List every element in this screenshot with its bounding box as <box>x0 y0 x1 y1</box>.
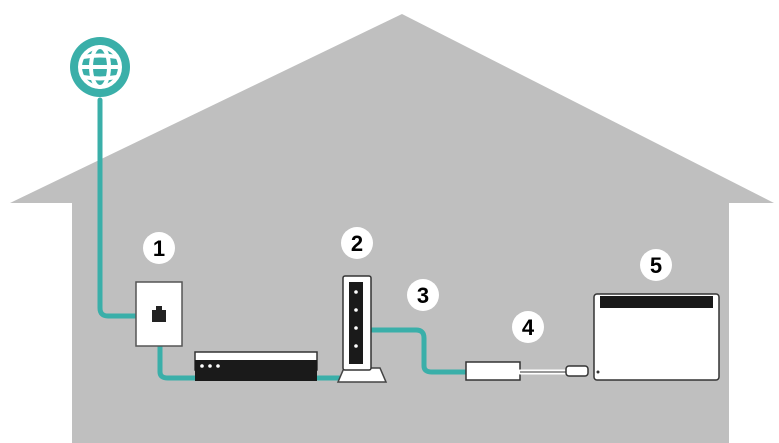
svg-text:4: 4 <box>522 315 535 340</box>
modem-icon <box>195 352 317 381</box>
step-label-2: 2 <box>341 227 373 259</box>
step-label-3: 3 <box>407 279 439 311</box>
svg-text:5: 5 <box>650 253 662 278</box>
svg-text:3: 3 <box>417 283 429 308</box>
svg-text:2: 2 <box>351 231 363 256</box>
svg-text:1: 1 <box>153 236 165 261</box>
wall-jack <box>136 282 182 346</box>
step-label-1: 1 <box>143 232 175 264</box>
step-label-4: 4 <box>512 311 544 343</box>
globe-icon <box>70 37 130 97</box>
dock-display-icon <box>594 294 719 380</box>
step-label-5: 5 <box>640 249 672 281</box>
